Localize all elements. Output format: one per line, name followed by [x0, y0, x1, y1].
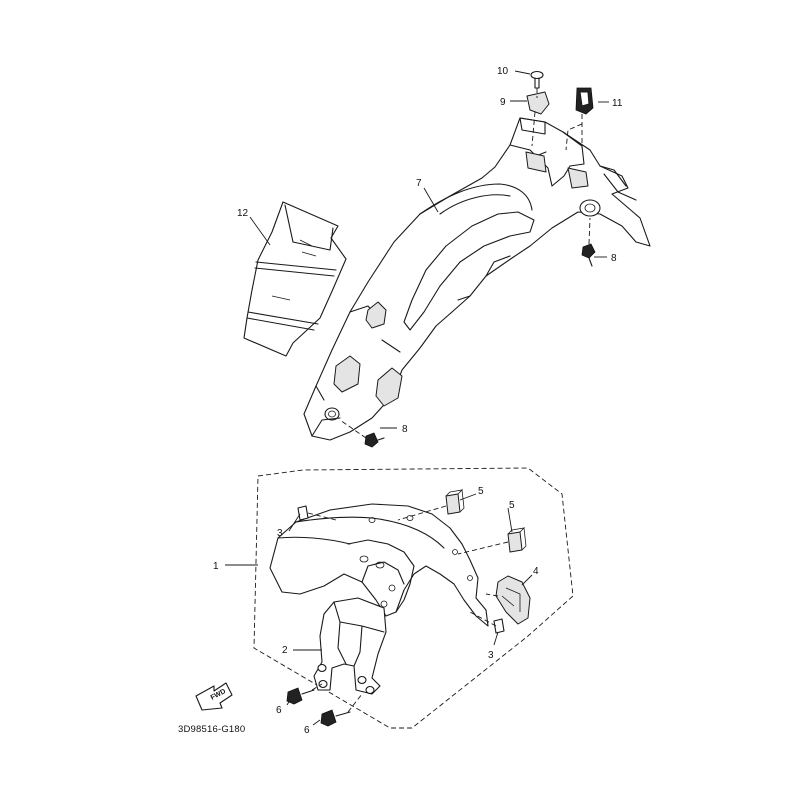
assembly-line-8a — [588, 217, 591, 245]
part-8-bolt-upper — [581, 243, 596, 267]
callout-11: 11 — [612, 98, 623, 109]
part-5-damper-lower — [507, 527, 527, 553]
part-7-rear-fender — [303, 117, 651, 441]
assembly-line-11 — [565, 114, 583, 151]
part-2-fender-stay — [313, 597, 387, 695]
callout-12: 12 — [237, 208, 249, 219]
callout-5-upper: 5 — [478, 486, 484, 497]
part-8-bolt-lower — [364, 432, 385, 448]
assembly-line-9-10 — [531, 88, 538, 147]
part-3-rivet-lower — [493, 618, 505, 634]
part-1-front-fender — [269, 503, 489, 627]
callout-5-lower: 5 — [509, 500, 515, 511]
callout-2: 2 — [282, 645, 288, 656]
part-12-mud-flap — [243, 201, 347, 357]
callout-7: 7 — [416, 178, 422, 189]
assembly-line-5b — [457, 541, 509, 555]
part-10-screw — [530, 70, 544, 89]
drawing-code: 3D98516-G180 — [178, 724, 245, 735]
callout-1: 1 — [213, 561, 219, 572]
callout-4: 4 — [533, 566, 539, 577]
callout-10: 10 — [497, 66, 509, 77]
callout-8-upper: 8 — [611, 253, 617, 264]
assembly-line-6b — [347, 693, 363, 713]
callout-6-right: 6 — [304, 725, 310, 736]
assembly-line-8b — [339, 419, 367, 439]
callout-8-lower: 8 — [402, 424, 408, 435]
assembly-line-4 — [485, 593, 499, 597]
part-6-bolt-left — [286, 687, 315, 705]
callout-3-lower: 3 — [488, 650, 494, 661]
assembly-line-5a — [397, 505, 447, 521]
part-3-rivet-upper — [297, 505, 309, 521]
callout-9: 9 — [500, 97, 506, 108]
part-5-damper-upper — [445, 489, 465, 515]
fwd-arrow-icon: FWD — [195, 682, 233, 711]
part-4-reflector — [495, 575, 531, 625]
assembly-line-3b — [469, 611, 497, 627]
callout-3-upper: 3 — [277, 528, 283, 539]
part-11-clip — [575, 87, 594, 115]
assembly-line-3a — [307, 512, 337, 521]
part-6-bolt-right — [320, 709, 351, 727]
assembly-line-6a — [311, 683, 323, 691]
callout-6-left: 6 — [276, 705, 282, 716]
part-9-bracket — [526, 91, 550, 115]
